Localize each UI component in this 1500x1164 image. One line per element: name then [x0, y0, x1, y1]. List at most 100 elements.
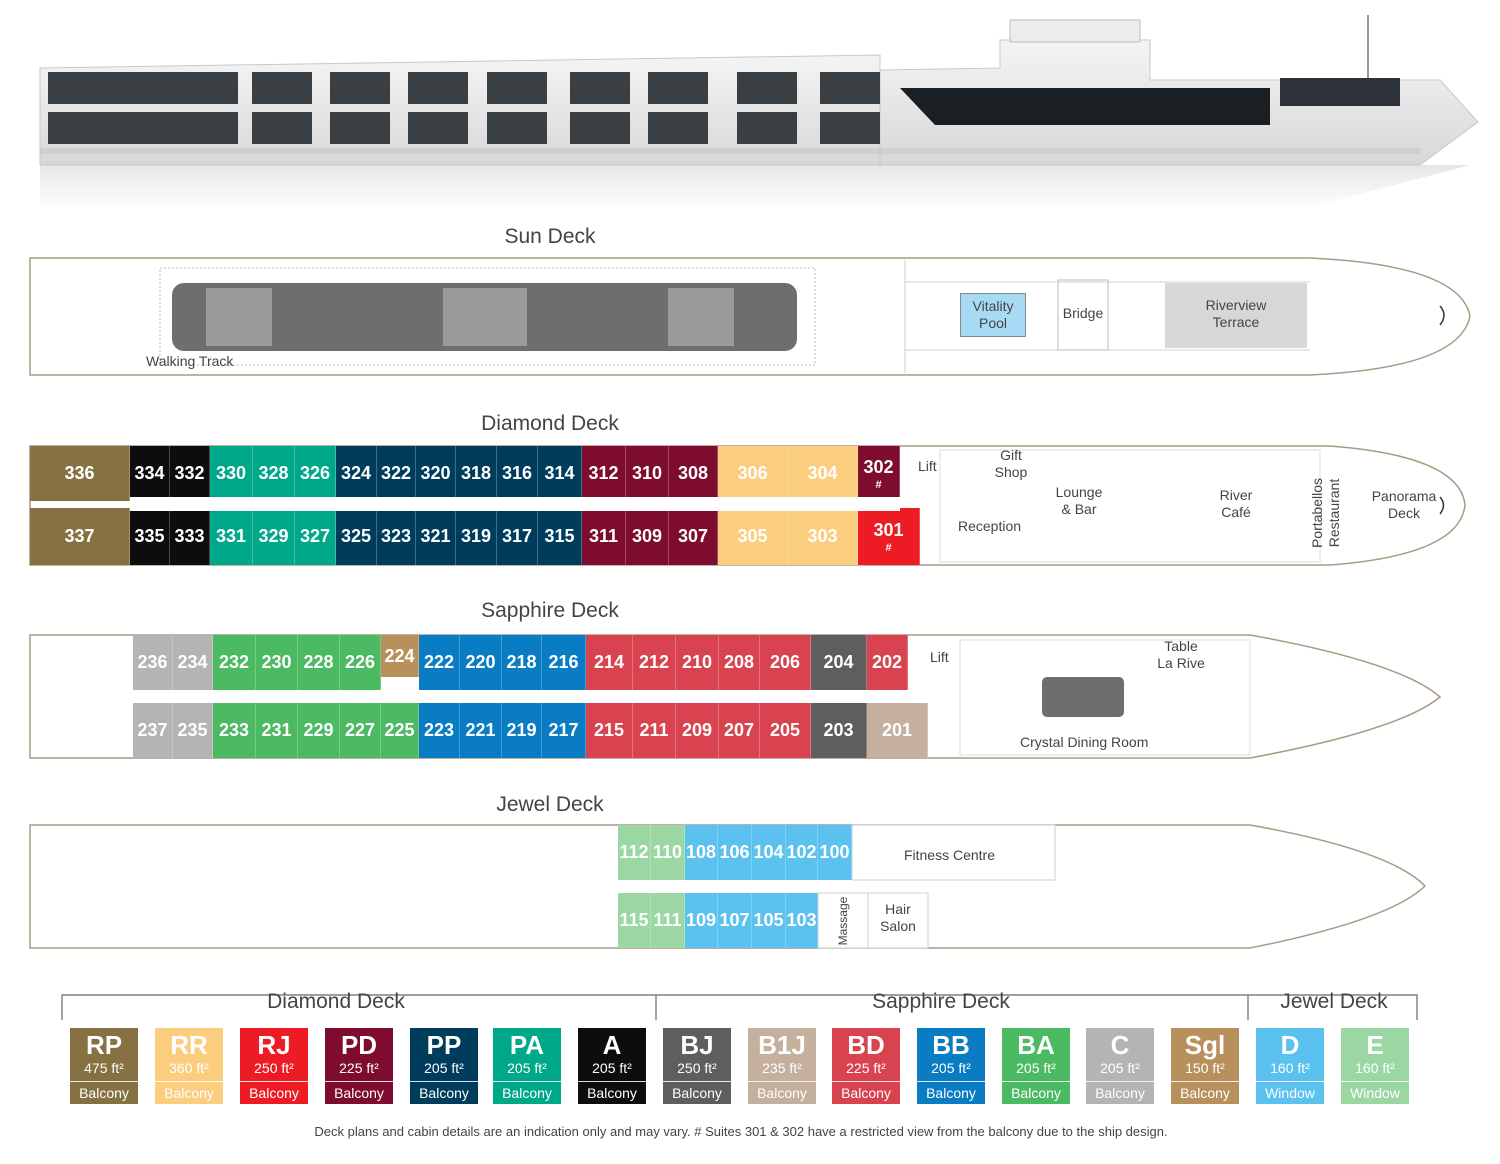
- cabin-201[interactable]: 201: [867, 703, 928, 758]
- lounge-bar-line2: & Bar: [1061, 501, 1097, 517]
- cabin-222[interactable]: 222: [419, 635, 460, 690]
- cabin-322[interactable]: 322: [377, 446, 416, 501]
- cabin-228[interactable]: 228: [298, 635, 340, 690]
- cabin-329[interactable]: 329: [253, 508, 295, 565]
- cabin-206[interactable]: 206: [760, 635, 811, 690]
- cabin-210[interactable]: 210: [676, 635, 719, 690]
- cabin-106[interactable]: 106: [718, 825, 752, 880]
- cabin-224[interactable]: 224: [381, 635, 419, 677]
- cabin-221[interactable]: 221: [460, 703, 502, 758]
- cabin-234[interactable]: 234: [173, 635, 213, 690]
- cabin-316[interactable]: 316: [497, 446, 538, 501]
- cabin-105[interactable]: 105: [752, 893, 786, 948]
- cabin-302[interactable]: 302#: [858, 446, 900, 501]
- cabin-103[interactable]: 103: [786, 893, 818, 948]
- cabin-318[interactable]: 318: [456, 446, 497, 501]
- cabin-232[interactable]: 232: [213, 635, 256, 690]
- cabin-324[interactable]: 324: [336, 446, 377, 501]
- cabin-108[interactable]: 108: [685, 825, 718, 880]
- legend-type: Balcony: [1171, 1081, 1239, 1104]
- cabin-301[interactable]: 301#: [858, 508, 920, 565]
- cabin-309[interactable]: 309: [626, 508, 669, 565]
- cabin-328[interactable]: 328: [253, 446, 295, 501]
- ship-window: [408, 112, 468, 144]
- cabin-231[interactable]: 231: [256, 703, 298, 758]
- cabin-223[interactable]: 223: [419, 703, 460, 758]
- cabin-109[interactable]: 109: [685, 893, 718, 948]
- cabin-314[interactable]: 314: [538, 446, 582, 501]
- cabin-209[interactable]: 209: [676, 703, 719, 758]
- cabin-227[interactable]: 227: [340, 703, 381, 758]
- cabin-333[interactable]: 333: [170, 508, 210, 565]
- cabin-304[interactable]: 304: [788, 446, 858, 501]
- cabin-311[interactable]: 311: [582, 508, 626, 565]
- cabin-220[interactable]: 220: [460, 635, 502, 690]
- cabin-number: 318: [460, 463, 492, 483]
- cabin-102[interactable]: 102: [786, 825, 818, 880]
- cabin-336[interactable]: 336: [30, 446, 130, 501]
- cabin-112[interactable]: 112: [618, 825, 651, 880]
- cabin-107[interactable]: 107: [718, 893, 752, 948]
- cabin-215[interactable]: 215: [586, 703, 633, 758]
- cabin-number: 324: [340, 463, 372, 483]
- cabin-218[interactable]: 218: [502, 635, 542, 690]
- cabin-327[interactable]: 327: [295, 508, 336, 565]
- cabin-202[interactable]: 202: [867, 635, 908, 690]
- cabin-219[interactable]: 219: [502, 703, 542, 758]
- ship-window: [487, 72, 547, 104]
- cabin-335[interactable]: 335: [130, 508, 170, 565]
- cabin-208[interactable]: 208: [719, 635, 760, 690]
- cabin-110[interactable]: 110: [651, 825, 685, 880]
- cabin-320[interactable]: 320: [416, 446, 456, 501]
- cabin-205[interactable]: 205: [760, 703, 811, 758]
- cabin-330[interactable]: 330: [210, 446, 253, 501]
- cabin-307[interactable]: 307: [669, 508, 718, 565]
- cabin-207[interactable]: 207: [719, 703, 760, 758]
- cabin-237[interactable]: 237: [133, 703, 173, 758]
- cabin-211[interactable]: 211: [633, 703, 676, 758]
- cabin-229[interactable]: 229: [298, 703, 340, 758]
- cabin-204[interactable]: 204: [811, 635, 867, 690]
- cabin-236[interactable]: 236: [133, 635, 173, 690]
- cabin-226[interactable]: 226: [340, 635, 381, 690]
- ship-window: [570, 72, 630, 104]
- cabin-303[interactable]: 303: [788, 508, 858, 565]
- cabin-216[interactable]: 216: [542, 635, 586, 690]
- cabin-233[interactable]: 233: [213, 703, 256, 758]
- cabin-225[interactable]: 225: [381, 703, 419, 758]
- cabin-100[interactable]: 100: [818, 825, 852, 880]
- cabin-325[interactable]: 325: [336, 508, 377, 565]
- cabin-321[interactable]: 321: [416, 508, 456, 565]
- cabin-235[interactable]: 235: [173, 703, 213, 758]
- cabin-306[interactable]: 306: [718, 446, 788, 501]
- cabin-334[interactable]: 334: [130, 446, 170, 501]
- cabin-217[interactable]: 217: [542, 703, 586, 758]
- cabin-319[interactable]: 319: [456, 508, 497, 565]
- cabin-323[interactable]: 323: [377, 508, 416, 565]
- cabin-305[interactable]: 305: [718, 508, 788, 565]
- cabin-331[interactable]: 331: [210, 508, 253, 565]
- cabin-315[interactable]: 315: [538, 508, 582, 565]
- cabin-number: 107: [719, 910, 750, 930]
- cabin-203[interactable]: 203: [811, 703, 867, 758]
- cabin-number: 229: [303, 720, 334, 740]
- cabin-310[interactable]: 310: [626, 446, 669, 501]
- cabin-317[interactable]: 317: [497, 508, 538, 565]
- cabin-115[interactable]: 115: [618, 893, 651, 948]
- cabin-number: 325: [340, 526, 372, 546]
- cabin-337[interactable]: 337: [30, 508, 130, 565]
- ship-window: [648, 112, 708, 144]
- legend-code: BJ: [680, 1030, 714, 1060]
- cabin-230[interactable]: 230: [256, 635, 298, 690]
- cabin-214[interactable]: 214: [586, 635, 633, 690]
- cabin-332[interactable]: 332: [170, 446, 210, 501]
- cabin-326[interactable]: 326: [295, 446, 336, 501]
- cabin-212[interactable]: 212: [633, 635, 676, 690]
- cabin-308[interactable]: 308: [669, 446, 718, 501]
- cabin-104[interactable]: 104: [752, 825, 786, 880]
- cabin-312[interactable]: 312: [582, 446, 626, 501]
- legend-area: 475 ft²: [84, 1060, 124, 1076]
- cabin-111[interactable]: 111: [651, 893, 685, 948]
